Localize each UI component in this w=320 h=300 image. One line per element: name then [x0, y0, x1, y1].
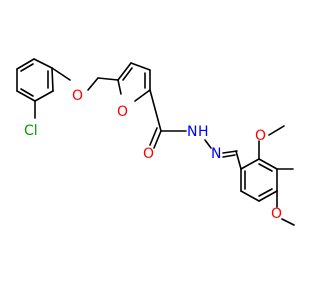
chlorophenyl-ring	[16, 58, 54, 102]
bond	[16, 90, 36, 102]
amide-hydrogen-label: H	[198, 124, 209, 140]
bond	[20, 88, 34, 97]
bond	[117, 79, 122, 95]
chlorine-label: Cl	[24, 123, 38, 139]
bond	[87, 77, 99, 91]
bond	[258, 158, 278, 170]
carbonyl-oxygen-label: O	[143, 146, 154, 162]
bond	[258, 188, 273, 197]
bond	[33, 58, 53, 69]
bond	[97, 77, 119, 81]
bond	[222, 154, 236, 158]
furan-ring	[117, 62, 151, 102]
bond	[222, 150, 238, 154]
bond	[258, 163, 273, 172]
bond	[134, 89, 151, 102]
ether-oxygen-label: O	[72, 88, 83, 104]
bond	[51, 67, 71, 81]
bond	[240, 190, 260, 202]
bond	[117, 62, 132, 81]
imine-nitrogen-label: N	[211, 146, 221, 162]
bond	[258, 190, 278, 202]
bond	[240, 158, 260, 170]
bond	[16, 58, 35, 70]
amide-nitrogen-label: N	[187, 124, 197, 140]
bond	[149, 89, 162, 132]
bond	[153, 130, 162, 149]
structure-canvas: Cl O O O N H N	[16, 58, 295, 226]
bond	[20, 63, 34, 72]
bond	[281, 218, 295, 226]
bond	[268, 125, 285, 136]
bond	[204, 139, 212, 149]
molecule-drawing: Cl O O O N H N	[16, 58, 295, 226]
bond	[34, 90, 54, 102]
methoxy-oxygen-label-upper: O	[255, 128, 266, 144]
bond	[122, 67, 133, 81]
methoxy-oxygen-label-lower: O	[271, 206, 282, 222]
bond	[130, 62, 151, 71]
bond	[51, 67, 54, 92]
bond	[235, 150, 242, 170]
bond	[149, 127, 158, 146]
furan-oxygen-label: O	[117, 104, 128, 120]
dimethoxyphenyl-ring	[240, 158, 278, 202]
